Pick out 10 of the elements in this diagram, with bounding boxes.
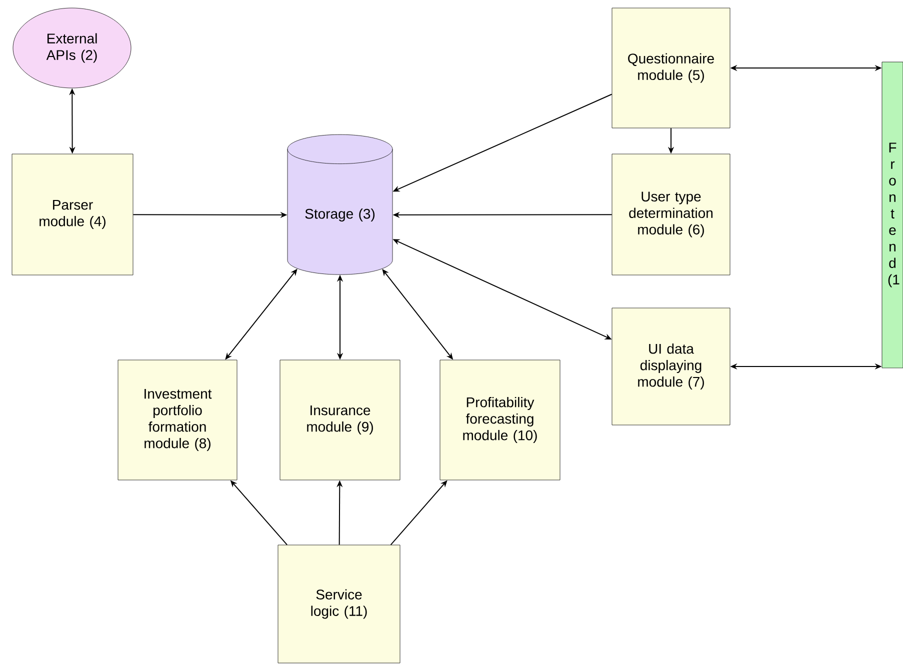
- module-box: User type determination module (6): [612, 154, 730, 276]
- frontend-bar: Frontend (1: [882, 62, 903, 368]
- storage-cylinder: Storage (3): [287, 134, 393, 275]
- module-box: Service logic (11): [278, 544, 400, 664]
- module-box: Questionnaire module (5): [612, 8, 730, 128]
- module-box: Investment portfolio formation module (8): [118, 360, 238, 480]
- module-box: Insurance module (9): [280, 360, 400, 480]
- module-box: Parser module (4): [12, 154, 134, 276]
- module-box: Profitability forecasting module (10): [440, 360, 560, 480]
- module-box: UI data displaying module (7): [612, 308, 730, 426]
